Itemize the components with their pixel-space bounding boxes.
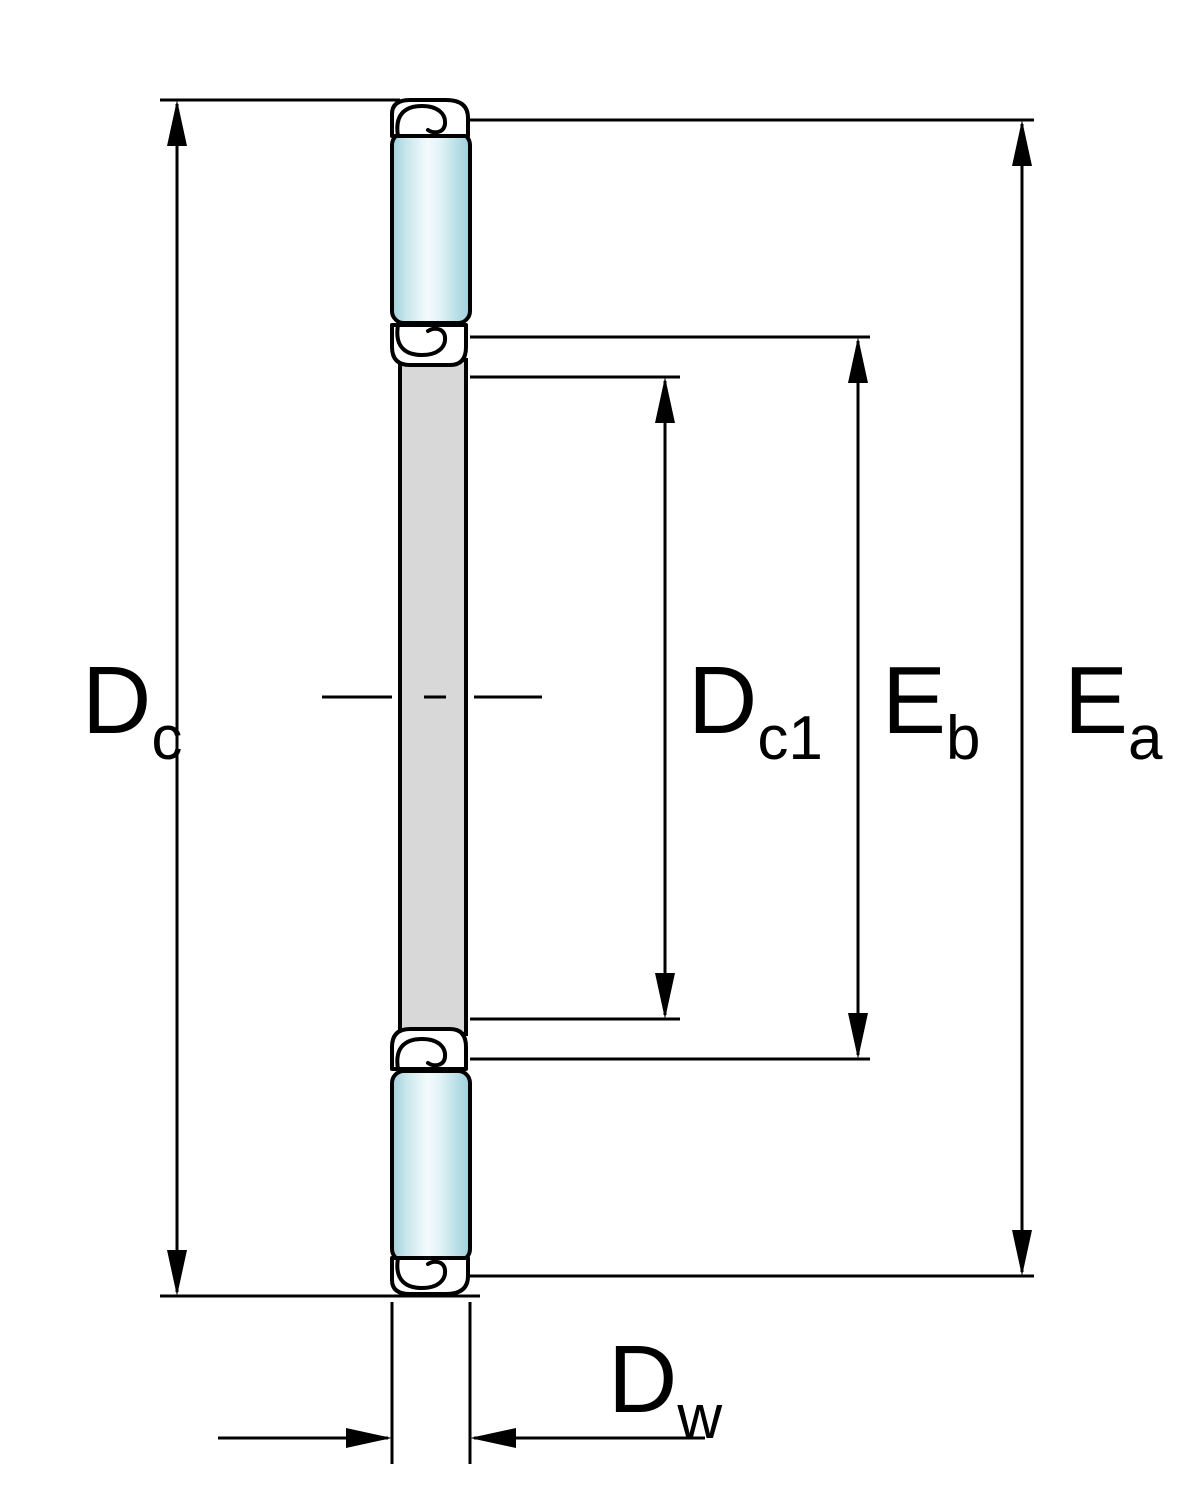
label-dc-main: D	[82, 647, 151, 754]
arrowhead-ea-bottom	[1012, 1230, 1032, 1276]
arrowhead-dw-left	[346, 1428, 392, 1448]
cage-lip-top-curl	[395, 104, 448, 138]
arrowhead-dw-right	[470, 1428, 516, 1448]
arrowhead-eb-bottom	[848, 1013, 868, 1059]
label-dc: Dc	[82, 647, 182, 773]
cage-lip-lower-inner-curl	[395, 1037, 448, 1071]
cage-lip-upper-inner-curl	[395, 323, 448, 357]
label-eb: Eb	[882, 647, 981, 773]
label-dc1: Dc1	[688, 647, 823, 773]
arrowhead-dc-bottom	[167, 1250, 187, 1296]
top-roller	[390, 131, 472, 325]
bottom-roller	[390, 1069, 472, 1263]
arrowhead-dc1-bottom	[655, 973, 675, 1019]
label-eb-main: E	[882, 647, 946, 754]
label-dw-sub: w	[676, 1383, 722, 1452]
label-dw: Dw	[608, 1326, 722, 1452]
label-ea: Ea	[1064, 647, 1163, 773]
arrowhead-dc-top	[167, 100, 187, 146]
label-dc1-sub: c1	[757, 704, 822, 773]
cage-lip-bottom-curl	[395, 1256, 448, 1290]
label-eb-sub: b	[946, 704, 980, 773]
label-dw-main: D	[608, 1326, 677, 1433]
arrowhead-ea-top	[1012, 120, 1032, 166]
arrowhead-eb-top	[848, 337, 868, 383]
label-ea-sub: a	[1128, 704, 1163, 773]
label-dc-sub: c	[151, 704, 182, 773]
arrowhead-dc1-top	[655, 377, 675, 423]
label-dc1-main: D	[688, 647, 757, 754]
label-ea-main: E	[1064, 647, 1128, 754]
